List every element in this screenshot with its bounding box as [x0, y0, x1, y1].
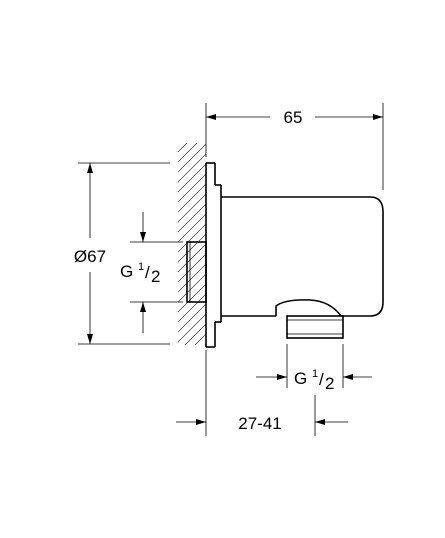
hatch-line	[170, 370, 210, 410]
hatch-line	[178, 303, 206, 333]
hatch-line	[184, 323, 206, 345]
projection-range-label: 27-41	[238, 414, 281, 433]
hatch-line	[170, 110, 210, 150]
hatch-line	[178, 293, 206, 323]
hatch-line	[178, 193, 206, 223]
dimension-projection: 27-41	[176, 350, 348, 436]
outlet-thread-numerator: 1	[312, 368, 318, 380]
wall-plate	[205, 162, 222, 348]
hatch-line	[178, 203, 206, 233]
outlet-thread-main: G	[294, 369, 307, 388]
inlet-thread-denominator: 2	[151, 267, 160, 286]
hatch-line	[194, 333, 206, 345]
hatch-line	[178, 153, 206, 183]
hatch-line	[178, 143, 198, 163]
outlet-thread	[286, 315, 344, 339]
inlet-thread-slash: /	[145, 263, 150, 282]
dimension-overall-length: 65	[205, 103, 384, 190]
hatch-line	[204, 343, 206, 345]
hatch-line	[170, 100, 210, 140]
hatch-line	[170, 350, 210, 390]
outlet-thread-denominator: 2	[325, 374, 334, 393]
hatch-line	[178, 213, 206, 243]
hatch-line	[178, 163, 206, 193]
hatch-line	[178, 173, 206, 203]
hatch-line	[170, 360, 210, 400]
inlet-thread-numerator: 1	[138, 261, 144, 273]
wall-outlet-body	[221, 196, 384, 317]
hatch-line	[178, 143, 206, 173]
dimension-inlet-thread: G 1 / 2	[120, 212, 183, 333]
hatch-line	[178, 183, 206, 213]
outlet-thread-slash: /	[319, 370, 324, 389]
dimension-outlet-thread: G 1 / 2	[256, 344, 372, 393]
hatch-line	[178, 143, 188, 153]
inlet-thread-main: G	[120, 262, 133, 281]
diameter-label: Ø67	[74, 247, 106, 266]
dimension-diameter: Ø67	[74, 162, 170, 345]
hatch-line	[178, 313, 206, 343]
hatch-line	[178, 223, 206, 253]
inlet-thread-stub	[186, 241, 207, 303]
overall-length-label: 65	[284, 108, 303, 127]
